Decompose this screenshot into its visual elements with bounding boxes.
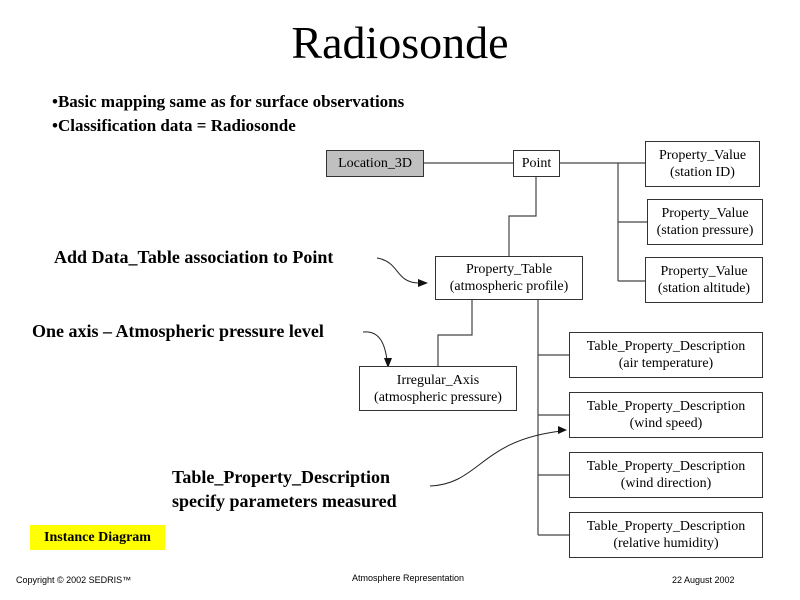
node-tpd-relative-humidity: Table_Property_Description (relative hum… — [569, 512, 763, 558]
footer-copyright: Copyright © 2002 SEDRIS™ — [16, 575, 132, 585]
footer-title: Atmosphere Representation — [352, 573, 465, 583]
node-label: Property_Table — [465, 262, 553, 277]
arrowhead-tpd — [558, 426, 567, 434]
node-sublabel: (wind speed) — [629, 416, 703, 431]
node-sublabel: (wind direction) — [620, 476, 712, 491]
node-tpd-wind-direction: Table_Property_Description (wind directi… — [569, 452, 763, 498]
node-sublabel: (station altitude) — [657, 281, 751, 296]
node-location-3d: Location_3D — [326, 150, 424, 177]
arrowhead-data-table — [418, 279, 428, 287]
slide-title: Radiosonde — [291, 17, 509, 68]
node-label: Table_Property_Description — [586, 339, 746, 354]
node-label: Table_Property_Description — [586, 459, 746, 474]
annotation-data-table: Add Data_Table association to Point — [54, 247, 334, 267]
node-label: Irregular_Axis — [396, 372, 480, 388]
arrow-one-axis — [362, 331, 388, 361]
node-sublabel: (station ID) — [670, 165, 735, 180]
bullet-classification: •Classification data = Radiosonde — [52, 116, 296, 135]
node-sublabel: (air temperature) — [618, 356, 714, 371]
node-point: Point — [513, 150, 560, 177]
node-pv-station-id: Property_Value (station ID) — [645, 141, 760, 187]
instance-diagram-badge: Instance Diagram — [30, 525, 165, 550]
node-label: Property_Value — [661, 206, 749, 221]
node-label: Location_3D — [338, 156, 412, 171]
node-label: Table_Property_Description — [586, 399, 746, 414]
annotation-one-axis: One axis – Atmospheric pressure level — [32, 321, 324, 341]
annotation-tpd-line1: Table_Property_Description — [172, 467, 390, 487]
node-sublabel: (atmospheric pressure) — [374, 389, 502, 405]
edge-table-axis — [437, 300, 473, 366]
node-label: Table_Property_Description — [586, 519, 746, 534]
node-tpd-wind-speed: Table_Property_Description (wind speed) — [569, 392, 763, 438]
footer-date: 22 August 2002 — [672, 575, 735, 585]
node-label: Property_Value — [658, 148, 747, 163]
node-pv-station-pressure: Property_Value (station pressure) — [647, 199, 763, 245]
node-label: Property_Value — [660, 264, 748, 279]
node-sublabel: (station pressure) — [656, 223, 754, 238]
node-label: Point — [521, 156, 552, 171]
node-property-table: Property_Table (atmospheric profile) — [435, 256, 583, 300]
node-pv-station-altitude: Property_Value (station altitude) — [645, 257, 763, 303]
arrowhead-one-axis — [384, 358, 392, 368]
bullet-basic-mapping: •Basic mapping same as for surface obser… — [52, 92, 405, 111]
edge-point-table — [508, 176, 537, 256]
node-sublabel: (atmospheric profile) — [449, 279, 569, 294]
annotation-tpd: Table_Property_Description specify param… — [172, 465, 397, 513]
arrow-tpd — [429, 430, 563, 487]
node-tpd-air-temperature: Table_Property_Description (air temperat… — [569, 332, 763, 378]
node-sublabel: (relative humidity) — [613, 536, 719, 551]
annotation-tpd-line2: specify parameters measured — [172, 491, 397, 511]
arrow-data-table — [376, 257, 419, 284]
node-irregular-axis: Irregular_Axis (atmospheric pressure) — [359, 366, 517, 411]
